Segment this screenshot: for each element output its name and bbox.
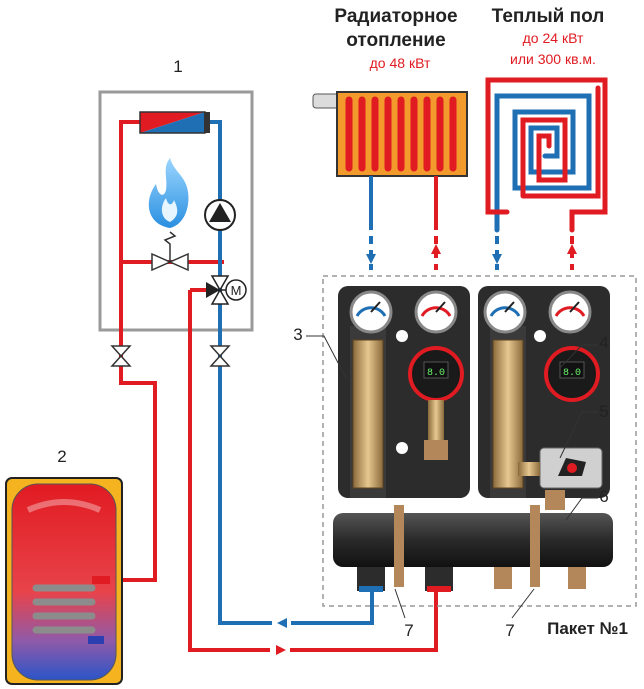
radiator-title-line2: отопление xyxy=(346,30,445,51)
safety-valve-icon xyxy=(151,231,189,272)
ball-valve-right xyxy=(209,345,231,367)
label-manifold: 6 xyxy=(599,487,608,506)
radiator-supply-arrow xyxy=(431,244,441,254)
label-boiler: 1 xyxy=(173,57,182,76)
label-mixing-valve: 5 xyxy=(599,402,608,421)
pump-display-floor: 8.0 xyxy=(563,368,581,379)
motor-label: M xyxy=(231,283,242,298)
callout-lines xyxy=(306,335,598,619)
flow-arrows xyxy=(276,618,287,655)
manifold-clamps xyxy=(394,505,540,587)
underfloor-coil xyxy=(485,77,608,233)
mixing-tube-left xyxy=(352,339,384,489)
radiator xyxy=(312,91,468,177)
label-connector-left: 7 xyxy=(404,621,413,640)
radiator-title-line1: Радиаторное xyxy=(334,6,457,27)
floor-power-line1: до 24 кВт xyxy=(523,30,584,46)
label-tank: 2 xyxy=(57,447,66,466)
hydraulic-manifold xyxy=(333,513,613,567)
motor-icon: M xyxy=(225,279,247,301)
boiler-housing xyxy=(98,90,254,332)
ball-valve-left xyxy=(110,345,132,367)
pump-display-radiator: 8.0 xyxy=(427,368,445,379)
pump-group-floor: 8.0 xyxy=(478,286,610,510)
package-label: Пакет №1 xyxy=(547,619,628,638)
floor-title: Теплый пол xyxy=(492,6,605,27)
three-way-valve-icon xyxy=(206,275,230,305)
label-pump: 4 xyxy=(599,333,608,352)
manifold-outlets xyxy=(357,567,586,592)
label-connector-right: 7 xyxy=(505,621,514,640)
floor-supply-arrow xyxy=(567,244,577,254)
radiator-return-arrow xyxy=(366,254,376,264)
blue-return-piping xyxy=(92,330,374,642)
radiator-power: до 48 кВт xyxy=(370,55,431,71)
package-outline xyxy=(322,275,637,607)
floor-return-arrow xyxy=(492,254,502,264)
tank-red-connector xyxy=(92,576,110,584)
pump-group-radiator: 8.0 xyxy=(338,286,470,498)
floor-dashed-links xyxy=(495,236,574,270)
tank-coil xyxy=(32,584,96,634)
floor-power-line2: или 300 кв.м. xyxy=(510,51,596,67)
boiler-pump-icon xyxy=(204,199,236,231)
label-mixing-tube: 3 xyxy=(293,325,302,344)
flame-icon xyxy=(148,158,189,228)
tank-blue-connector xyxy=(88,636,104,644)
radiator-dashed-links xyxy=(369,236,438,270)
heat-exchanger xyxy=(139,111,210,134)
